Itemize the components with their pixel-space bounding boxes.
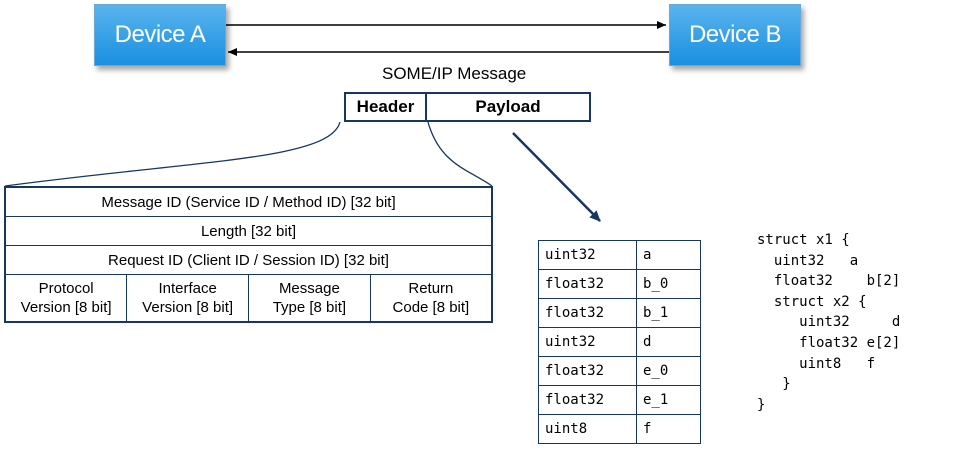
code-line: float32 e[2]	[757, 334, 901, 351]
payload-name: e_0	[636, 356, 701, 386]
payload-type: float32	[538, 385, 637, 415]
message-id-field: Message ID (Service ID / Method ID) [32 …	[4, 186, 493, 217]
struct-code-block: struct x1 { uint32 a float32 b[2] struct…	[757, 230, 900, 415]
interface-version-field: Interface Version [8 bit]	[126, 274, 249, 323]
payload-table: uint32 a float32 b_0 float32 b_1 uint32 …	[538, 240, 701, 444]
payload-row: uint32 a	[538, 240, 701, 270]
header-row: Protocol Version [8 bit] Interface Versi…	[4, 274, 493, 323]
payload-row: float32 b_1	[538, 298, 701, 328]
length-field: Length [32 bit]	[4, 216, 493, 246]
header-expand-left	[4, 121, 341, 187]
request-id-field: Request ID (Client ID / Session ID) [32 …	[4, 245, 493, 275]
field-label-line: Interface	[158, 280, 217, 297]
payload-name: d	[636, 327, 701, 357]
code-line: struct x1 {	[757, 232, 850, 248]
payload-name: b_0	[636, 269, 701, 299]
message-type-field: Message Type [8 bit]	[248, 274, 371, 323]
payload-name: a	[636, 240, 701, 270]
some-ip-message-title: SOME/IP Message	[382, 64, 527, 83]
code-line: }	[757, 396, 766, 413]
code-line: uint32 d	[757, 314, 901, 331]
field-label-line: Return	[408, 280, 454, 297]
payload-type: float32	[538, 356, 637, 386]
field-label-line: Type [8 bit]	[272, 299, 347, 316]
payload-name: f	[636, 414, 701, 444]
header-box: Header	[344, 92, 427, 122]
field-label-line: Protocol	[38, 280, 94, 297]
device-b-box: Device B	[669, 4, 801, 66]
header-fields-table: Message ID (Service ID / Method ID) [32 …	[4, 186, 493, 323]
header-row: Message ID (Service ID / Method ID) [32 …	[4, 186, 493, 217]
header-row: Length [32 bit]	[4, 216, 493, 246]
code-line: }	[757, 376, 791, 393]
payload-row: float32 e_1	[538, 385, 701, 415]
payload-arrow	[512, 132, 601, 222]
payload-type: uint8	[538, 414, 637, 444]
return-code-field: Return Code [8 bit]	[369, 274, 493, 323]
code-line: struct x2 {	[757, 293, 867, 310]
payload-box: Payload	[425, 92, 591, 122]
payload-name: b_1	[636, 298, 701, 328]
field-label-line: Message	[278, 280, 340, 297]
payload-row: uint8 f	[538, 414, 701, 444]
field-label-line: Version [8 bit]	[20, 299, 112, 316]
header-row: Request ID (Client ID / Session ID) [32 …	[4, 245, 493, 275]
code-line: float32 b[2]	[757, 273, 901, 290]
payload-row: uint32 d	[538, 327, 701, 357]
payload-type: uint32	[538, 327, 637, 357]
payload-type: uint32	[538, 240, 637, 270]
field-label-line: Version [8 bit]	[142, 299, 234, 316]
code-line: uint32 a	[757, 252, 859, 269]
payload-name: e_1	[636, 385, 701, 415]
payload-row: float32 e_0	[538, 356, 701, 386]
protocol-version-field: Protocol Version [8 bit]	[4, 274, 128, 323]
payload-type: float32	[538, 298, 637, 328]
device-a-box: Device A	[94, 4, 226, 66]
header-expand-right	[427, 121, 493, 187]
field-label-line: Code [8 bit]	[392, 299, 470, 316]
code-line: uint8 f	[757, 355, 876, 372]
payload-type: float32	[538, 269, 637, 299]
payload-row: float32 b_0	[538, 269, 701, 299]
